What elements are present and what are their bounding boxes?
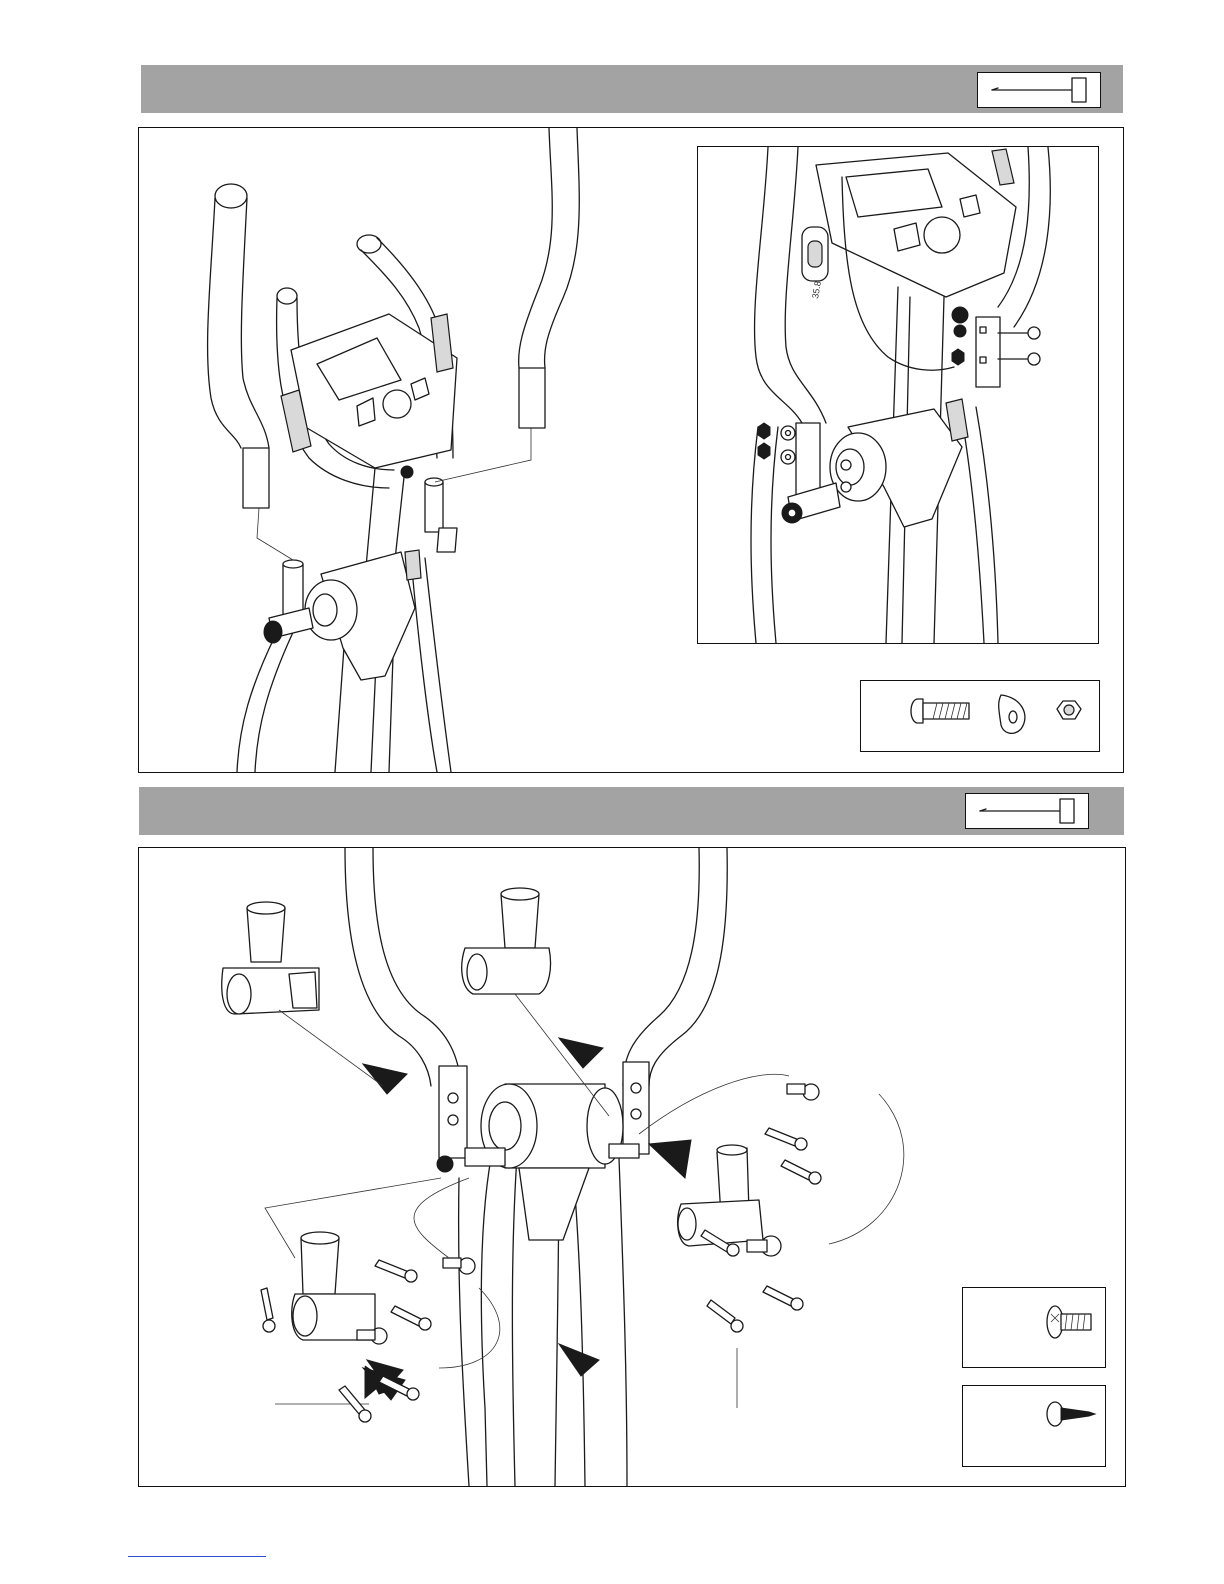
step-2-panel: [138, 847, 1126, 1487]
step-2-tool-box: [965, 793, 1089, 829]
tapping-screw-icon: [963, 1386, 1105, 1466]
front-cover-left: [222, 902, 319, 1014]
handlebar-bolt-detail-drawing: 35.8: [698, 147, 1098, 643]
handlebar-assembly-drawing: [139, 128, 699, 772]
step-1-header-bar: [141, 65, 1123, 113]
allen-key-icon: [978, 73, 1100, 107]
step-1-hardware-legend: [860, 680, 1100, 752]
rear-cover-left: [292, 1232, 375, 1340]
handlebar-bolt-detail-panel: 35.8: [697, 146, 1099, 644]
step-1-tool-box: [977, 72, 1101, 108]
allen-key-icon: [966, 794, 1088, 828]
carriage-bolt-icon: [911, 699, 969, 723]
detail-mark-label: 35.8: [810, 280, 823, 299]
curved-washer-icon: [999, 695, 1025, 733]
step-1-panel: 35.8: [138, 127, 1124, 773]
front-cover-right: [462, 888, 551, 994]
flange-screw-icon: [963, 1288, 1105, 1367]
step-2-tapping-screw-legend: [962, 1385, 1106, 1467]
footer-link-underline[interactable]: [128, 1556, 266, 1557]
step-1-hardware-drawing: [861, 681, 1099, 751]
step-2-flange-screw-legend: [962, 1287, 1106, 1368]
nylon-nut-icon: [1057, 701, 1081, 719]
rear-cover-right: [678, 1145, 763, 1246]
